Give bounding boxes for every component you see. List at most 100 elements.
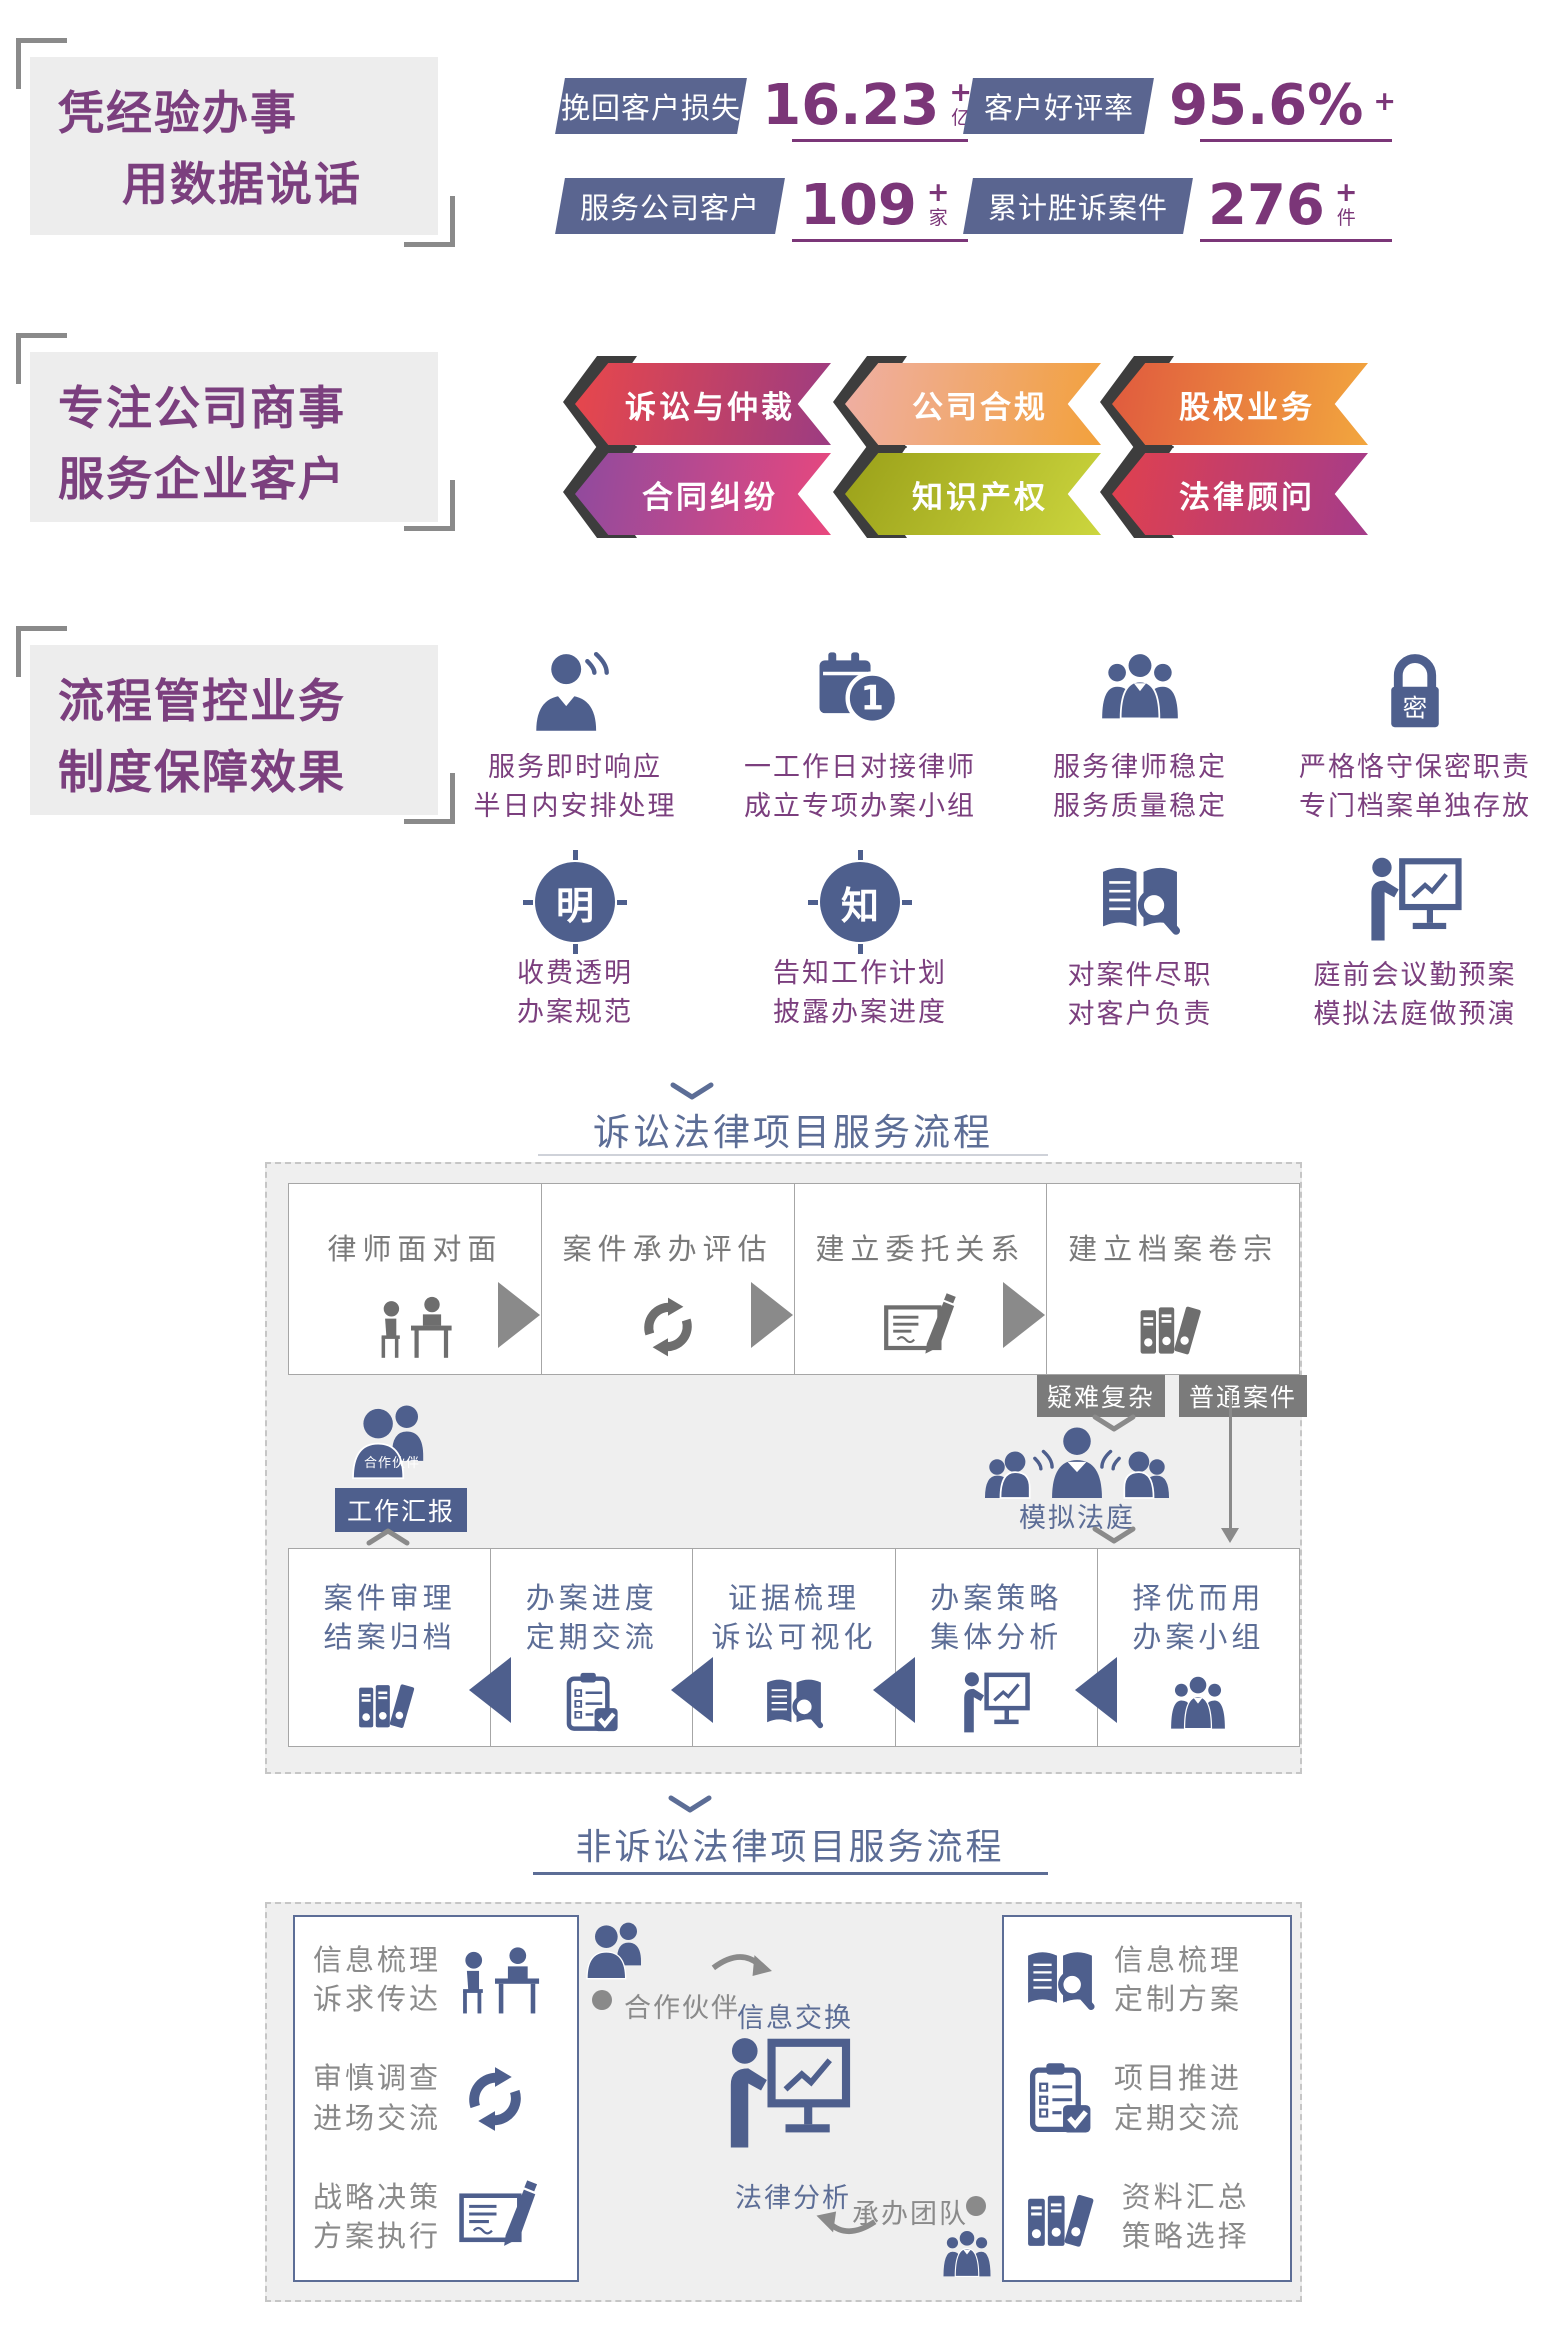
step-label: 案件审理结案归档: [323, 1581, 456, 1655]
meeting-icon: [457, 1942, 541, 2018]
stat-recovered-loss: 挽回客户损失 16.23 + 亿: [555, 76, 972, 142]
section-title-line: 流程管控业务: [58, 674, 346, 728]
stat-value: 95.6%: [1169, 73, 1364, 138]
service-banner-compliance: 公司合规: [833, 356, 1101, 448]
partner-label: 合作伙伴: [624, 1993, 740, 2024]
guarantee-item-instant-response: 服务即时响应半日内安排处理: [410, 648, 740, 826]
step-label: 办案策略集体分析: [930, 1581, 1063, 1655]
section-title-line: 专注公司商事: [58, 381, 346, 435]
stat-label: 累计胜诉案件: [963, 178, 1193, 234]
team-icon: [938, 2226, 996, 2282]
step-label: 资料汇总策略选择: [1121, 2179, 1250, 2253]
presenter-board-icon: [961, 1671, 1031, 1735]
contract-pen-icon: [457, 2179, 541, 2255]
section-title-line: 凭经验办事: [58, 86, 298, 140]
binders-icon: [1135, 1292, 1212, 1362]
stat-underline: [792, 139, 968, 142]
stat-plus-unit: +: [1373, 86, 1396, 117]
corner-bracket: [404, 773, 455, 824]
step-label: 建立委托关系: [815, 1232, 1026, 1266]
banner-label: 合同纠纷: [575, 453, 831, 535]
guarantee-caption: 一工作日对接律师成立专项办案小组: [744, 752, 976, 823]
guarantee-caption: 收费透明办案规范: [517, 958, 633, 1029]
clipboard-check-icon: [1022, 2061, 1098, 2137]
contract-pen-icon: [882, 1292, 959, 1362]
book-search-icon: [1022, 1942, 1098, 2018]
flow-step-case-assessment: 案件承办评估: [542, 1184, 795, 1374]
meeting-icon: [376, 1292, 453, 1362]
branch-label-normal: 普通案件: [1179, 1375, 1308, 1417]
banner-label: 法律顾问: [1112, 453, 1368, 535]
down-arrow-stem: [1229, 1390, 1232, 1530]
flow-step-evidence-visualization: 证据梳理诉讼可视化: [693, 1549, 896, 1746]
step-label: 办案进度定期交流: [525, 1581, 658, 1655]
step-label: 证据梳理诉讼可视化: [711, 1581, 877, 1655]
guarantee-item-transparent-fees: 明 收费透明办案规范: [410, 850, 740, 1032]
binders-icon: [1022, 2179, 1106, 2255]
step-label: 信息梳理诉求传达: [313, 1943, 442, 2017]
step-label: 信息梳理定制方案: [1114, 1943, 1243, 2017]
refresh-icon: [457, 2061, 533, 2137]
nonlitigation-right-steps: 信息梳理定制方案 项目推进定期交流 资料汇总策略选择: [1002, 1915, 1292, 2282]
flow-step-strategy-execution: 战略决策方案执行: [313, 2178, 559, 2256]
secrecy-lock-icon: [1371, 648, 1459, 736]
guarantee-item-work-plan: 知 告知工作计划披露办案进度: [695, 850, 1025, 1032]
nonlitigation-left-steps: 信息梳理诉求传达 审慎调查进场交流 战略决策方案执行: [293, 1915, 579, 2282]
guarantee-item-one-day-lawyer: 一工作日对接律师成立专项办案小组: [695, 648, 1025, 826]
guarantee-caption: 严格恪守保密职责专门档案单独存放: [1299, 752, 1531, 823]
flow-step-due-diligence: 审慎调查进场交流: [313, 2059, 559, 2137]
down-arrow-head-icon: [1221, 1528, 1239, 1543]
stat-underline: [1200, 239, 1392, 242]
partners-icon: [582, 1920, 652, 1980]
heading-underline: [533, 1872, 1048, 1875]
chevron-up-icon: [366, 1528, 410, 1546]
book-search-icon: [1096, 856, 1184, 944]
stat-underline: [1200, 139, 1392, 142]
partner-overlay-label: 合作伙伴: [363, 1456, 420, 1471]
stat-praise-rate: 客户好评率 95.6% +: [963, 73, 1396, 142]
section-title-line: 服务企业客户: [58, 452, 346, 506]
heading-underline: [538, 1154, 1048, 1156]
step-label: 建立档案卷宗: [1068, 1232, 1279, 1266]
work-report-label: 工作汇报: [335, 1488, 468, 1532]
legal-analysis-presenter-icon: [725, 2035, 853, 2153]
chevron-down-icon: [670, 1082, 714, 1100]
flow-step-progress-updates: 办案进度定期交流: [491, 1549, 694, 1746]
stat-label: 服务公司客户: [555, 178, 785, 234]
stat-underline: [792, 239, 968, 242]
flow-step-custom-plan: 信息梳理定制方案: [1022, 1941, 1272, 2019]
people-group-icon: [1096, 648, 1184, 736]
step-label: 项目推进定期交流: [1114, 2061, 1243, 2135]
banner-label: 股权业务: [1112, 363, 1368, 445]
guarantee-item-pretrial-rehearsal: 庭前会议勤预案模拟法庭做预演: [1250, 856, 1559, 1034]
team-icon: [1166, 1671, 1230, 1735]
guarantee-item-diligence: 对案件尽职对客户负责: [975, 856, 1305, 1034]
corner-bracket: [16, 333, 67, 384]
section-title-line: 用数据说话: [122, 157, 362, 211]
guarantee-caption: 服务律师稳定服务质量稳定: [1053, 752, 1227, 823]
book-search-icon: [762, 1671, 826, 1735]
calendar-one-icon: [816, 648, 904, 736]
flow-step-case-file: 建立档案卷宗: [1047, 1184, 1299, 1374]
info-exchange-label: 信息交换: [737, 2003, 853, 2034]
service-banner-litigation-arbitration: 诉讼与仲裁: [563, 356, 831, 448]
litigation-flow-heading: 诉讼法律项目服务流程: [593, 1111, 993, 1154]
stat-plus-unit: + 家: [926, 176, 950, 229]
flow-step-team-selection: 择优而用办案小组: [1098, 1549, 1299, 1746]
corner-bracket: [16, 626, 67, 677]
connector-dot: [966, 2196, 986, 2216]
section-title-line: 制度保障效果: [58, 745, 346, 799]
flow-step-engagement: 建立委托关系: [795, 1184, 1048, 1374]
ming-badge-icon: 明: [523, 850, 627, 954]
section-title-services: 专注公司商事 服务企业客户: [30, 352, 438, 522]
connector-dot: [592, 1990, 612, 2010]
banner-label: 知识产权: [845, 453, 1101, 535]
guarantee-caption: 庭前会议勤预案模拟法庭做预演: [1313, 960, 1517, 1031]
mock-court-label: 模拟法庭: [1019, 1503, 1135, 1534]
step-label: 律师面对面: [327, 1232, 503, 1266]
litigation-bottom-steps: 案件审理结案归档 办案进度定期交流 证据梳理诉讼可视化 办案策略集体分析 择优而…: [288, 1548, 1300, 1747]
service-banner-legal-counsel: 法律顾问: [1100, 446, 1368, 538]
guarantee-caption: 服务即时响应半日内安排处理: [473, 752, 677, 823]
step-label: 审慎调查进场交流: [313, 2061, 442, 2135]
refresh-icon: [633, 1292, 703, 1362]
